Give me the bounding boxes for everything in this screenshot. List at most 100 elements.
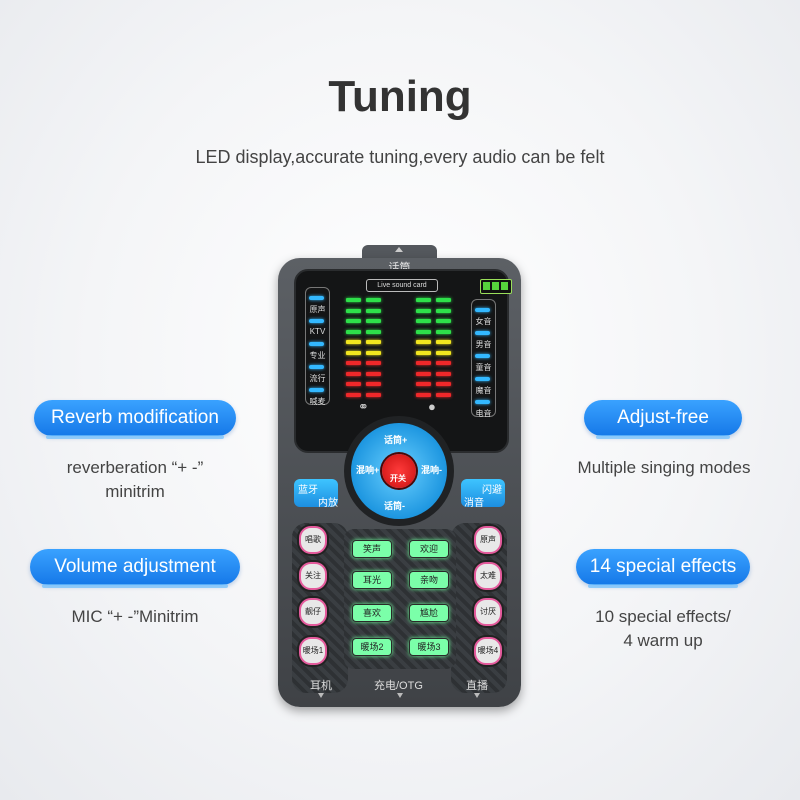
effect-laugh-button[interactable]: 笑声 bbox=[352, 540, 392, 558]
special-effects-description: 10 special effects/ 4 warm up bbox=[570, 605, 756, 653]
level-bar bbox=[416, 340, 431, 344]
too-hard-button[interactable]: 太难 bbox=[474, 562, 502, 590]
reverb-modification-badge: Reverb modification bbox=[34, 400, 236, 439]
mode-label: 喊麦 bbox=[309, 397, 326, 406]
level-bar bbox=[416, 371, 431, 376]
level-bar bbox=[416, 392, 431, 397]
level-bar bbox=[366, 319, 381, 323]
mode-label: 专业 bbox=[309, 351, 326, 360]
annoying-button[interactable]: 讨厌 bbox=[474, 598, 502, 626]
warmup-1-button[interactable]: 暖场1 bbox=[299, 637, 327, 665]
mute-label: 消音 bbox=[464, 498, 484, 509]
level-bar bbox=[366, 350, 381, 355]
level-bar bbox=[436, 392, 451, 397]
mode-indicator bbox=[475, 331, 490, 335]
level-bar bbox=[436, 340, 451, 344]
reverb-description: reverberation “+ -” minitrim bbox=[34, 456, 236, 504]
page-subtitle: LED display,accurate tuning,every audio … bbox=[195, 147, 605, 167]
warmup-4-button[interactable]: 暖场4 bbox=[474, 637, 502, 665]
mode-label: 流行 bbox=[309, 374, 326, 383]
level-bar bbox=[436, 298, 451, 302]
reverb-down-label: 混响- bbox=[421, 465, 442, 475]
level-bar bbox=[436, 350, 451, 355]
mode-indicator bbox=[309, 365, 324, 369]
mode-label: 童音 bbox=[475, 363, 492, 372]
level-bar bbox=[346, 319, 361, 323]
effect-warmup-2-button[interactable]: 暖场2 bbox=[352, 638, 392, 656]
power-button[interactable] bbox=[382, 454, 416, 488]
handsome-button[interactable]: 靓仔 bbox=[299, 598, 327, 626]
headphone-port-label: 耳机 bbox=[310, 680, 332, 692]
original-voice-button[interactable]: 原声 bbox=[474, 526, 502, 554]
level-bar bbox=[366, 308, 381, 313]
internal-play-label: 内放 bbox=[318, 498, 338, 509]
headphone-icon: ⚭ bbox=[358, 399, 369, 414]
microphone-icon: ● bbox=[428, 399, 436, 414]
level-bar bbox=[346, 329, 361, 334]
mic-volume-up-label: 话筒+ bbox=[384, 435, 408, 445]
left-mode-column: 原声 KTV 专业 流行 喊麦 bbox=[305, 287, 330, 406]
level-bar bbox=[346, 350, 361, 355]
battery-icon bbox=[480, 279, 512, 294]
level-bar bbox=[416, 319, 431, 323]
battery-cell bbox=[501, 282, 508, 290]
level-bar bbox=[366, 340, 381, 344]
mode-indicator bbox=[309, 296, 324, 300]
level-bar bbox=[416, 298, 431, 302]
effect-warmup-3-button[interactable]: 暖场3 bbox=[409, 638, 449, 656]
effect-kiss-button[interactable]: 亲吻 bbox=[409, 571, 449, 589]
effect-awkward-button[interactable]: 尴尬 bbox=[409, 604, 449, 622]
level-bar bbox=[436, 308, 451, 313]
effect-like-button[interactable]: 喜欢 bbox=[352, 604, 392, 622]
effect-slap-button[interactable]: 耳光 bbox=[352, 571, 392, 589]
page-title: Tuning bbox=[328, 72, 472, 121]
mode-label: KTV bbox=[309, 327, 326, 336]
battery-cell bbox=[483, 282, 490, 290]
dodge-label: 闪避 bbox=[482, 485, 502, 496]
level-bar bbox=[366, 329, 381, 334]
mode-label: 电音 bbox=[475, 409, 492, 418]
effects-desc-line1: 10 special effects/ bbox=[595, 607, 731, 626]
mode-label: 女音 bbox=[475, 317, 492, 326]
effect-welcome-button[interactable]: 欢迎 bbox=[409, 540, 449, 558]
level-bar bbox=[366, 361, 381, 365]
down-arrow-icon bbox=[318, 693, 324, 698]
bluetooth-button[interactable] bbox=[294, 479, 338, 507]
mode-indicator bbox=[475, 308, 490, 312]
mode-indicator bbox=[309, 388, 324, 392]
level-bar bbox=[366, 392, 381, 397]
mode-indicator bbox=[309, 319, 324, 323]
mode-indicator bbox=[475, 400, 490, 404]
mic-volume-down-label: 话筒- bbox=[384, 501, 405, 511]
level-bar bbox=[366, 382, 381, 386]
up-arrow-icon bbox=[395, 247, 403, 252]
power-label: 开关 bbox=[390, 474, 406, 483]
level-bar bbox=[366, 371, 381, 376]
volume-adjustment-badge: Volume adjustment bbox=[30, 549, 240, 588]
level-bar bbox=[416, 350, 431, 355]
level-bar bbox=[436, 329, 451, 334]
level-bar bbox=[436, 382, 451, 386]
level-bar bbox=[436, 319, 451, 323]
mode-indicator bbox=[309, 342, 324, 346]
level-bar bbox=[366, 298, 381, 302]
level-bar bbox=[346, 361, 361, 365]
mode-label: 男音 bbox=[475, 340, 492, 349]
adjust-free-description: Multiple singing modes bbox=[577, 458, 751, 477]
reverb-up-label: 混响+ bbox=[356, 465, 380, 475]
mode-label: 魔音 bbox=[475, 386, 492, 395]
level-bar bbox=[416, 382, 431, 386]
bluetooth-label: 蓝牙 bbox=[298, 485, 318, 496]
level-bar bbox=[346, 340, 361, 344]
sing-button[interactable]: 唱歌 bbox=[299, 526, 327, 554]
adjust-free-badge: Adjust-free bbox=[584, 400, 742, 439]
dodge-button[interactable] bbox=[461, 479, 505, 507]
battery-cell bbox=[492, 282, 499, 290]
level-bar bbox=[436, 361, 451, 365]
sound-card-device: 话筒 Live sound card 原声 KTV 专业 流行 喊麦 女音 男音… bbox=[278, 245, 521, 707]
down-arrow-icon bbox=[397, 693, 403, 698]
mode-indicator bbox=[475, 377, 490, 381]
live-port-label: 直播 bbox=[466, 680, 488, 692]
follow-button[interactable]: 关注 bbox=[299, 562, 327, 590]
charging-port-label: 充电/OTG bbox=[374, 680, 423, 692]
